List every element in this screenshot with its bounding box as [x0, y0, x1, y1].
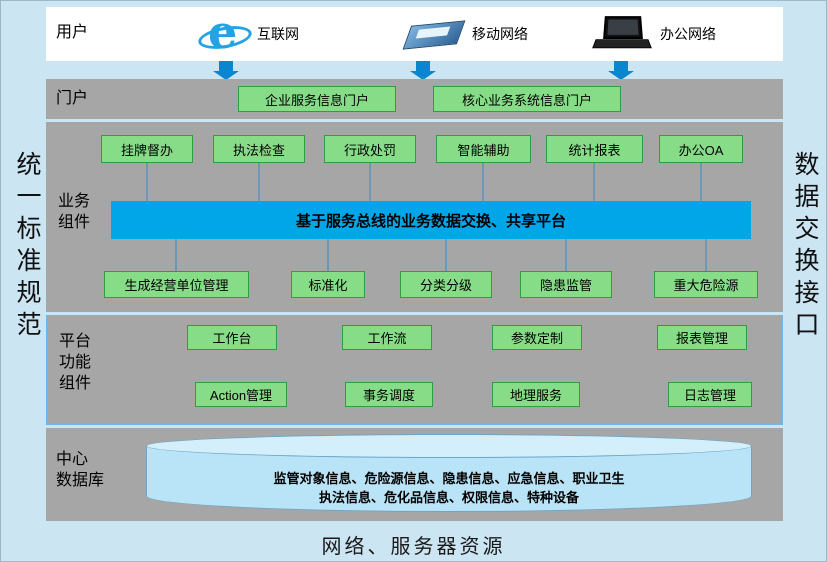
office-network-label: 办公网络: [660, 26, 716, 42]
business-bottom-box: 分类分级: [400, 271, 492, 298]
user-item-mobile: 移动网络: [402, 12, 528, 56]
connector-line: [593, 163, 595, 201]
platform-box: 工作台: [187, 325, 277, 350]
platform-box: 工作流: [342, 325, 432, 350]
database-content-line2: 执法信息、危化品信息、权限信息、特种设备: [318, 490, 579, 505]
connector-line: [258, 163, 260, 201]
business-top-box: 统计报表: [546, 135, 643, 163]
footer-label: 网络、服务器资源: [321, 536, 506, 558]
user-item-office: 办公网络: [592, 12, 716, 56]
connector-line: [175, 239, 177, 271]
portal-row-label: 门户: [56, 90, 89, 107]
connector-line: [700, 163, 702, 201]
business-bottom-box: 隐患监管: [520, 271, 612, 298]
business-top-box: 挂牌督办: [101, 135, 193, 163]
database-cylinder: 监管对象信息、危险源信息、隐患信息、应急信息、职业卫生 执法信息、危化品信息、权…: [146, 434, 752, 514]
connector-line: [327, 239, 329, 271]
platform-box: 事务调度: [345, 382, 433, 407]
down-arrow-icon: [213, 61, 239, 80]
database-content-line1: 监管对象信息、危险源信息、隐患信息、应急信息、职业卫生: [273, 471, 625, 486]
down-arrow-icon: [608, 61, 634, 80]
platform-box: Action管理: [195, 382, 287, 407]
laptop-icon: [592, 15, 652, 53]
business-top-box: 行政处罚: [324, 135, 416, 163]
internet-label: 互联网: [257, 26, 299, 42]
platform-box: 日志管理: [668, 382, 752, 407]
connector-line: [445, 239, 447, 271]
platform-box: 地理服务: [492, 382, 580, 407]
left-side-label: 统一标准规范: [13, 151, 40, 343]
service-bus-bar: 基于服务总线的业务数据交换、共享平台: [111, 201, 751, 239]
business-bottom-box: 标准化: [291, 271, 365, 298]
connector-line: [705, 239, 707, 271]
platform-box: 参数定制: [492, 325, 582, 350]
user-item-internet: e 互联网: [196, 5, 299, 59]
connector-line: [565, 239, 567, 271]
business-panel-label: 业务 组件: [58, 193, 91, 231]
business-bottom-box: 重大危险源: [654, 271, 758, 298]
business-top-box: 执法检查: [213, 135, 305, 163]
users-row-label: 用户: [56, 24, 89, 41]
business-top-box: 办公OA: [659, 135, 743, 163]
platform-box: 报表管理: [657, 325, 747, 350]
portal-row: 门户 企业服务信息门户 核心业务系统信息门户: [46, 79, 783, 119]
business-top-box: 智能辅助: [436, 135, 531, 163]
mobile-network-icon: [402, 17, 466, 51]
platform-components-panel: 平台 功能 组件 工作台 工作流 参数定制 报表管理 Action管理 事务调度…: [46, 315, 783, 425]
portal-box-core-business: 核心业务系统信息门户: [433, 86, 621, 112]
users-row: 用户 e 互联网 移动网络 办公网络: [46, 5, 783, 61]
connector-line: [369, 163, 371, 201]
central-database-panel: 中心 数据库 监管对象信息、危险源信息、隐患信息、应急信息、职业卫生 执法信息、…: [46, 428, 783, 521]
connector-line: [146, 163, 148, 201]
platform-panel-label: 平台 功能 组件: [59, 333, 92, 392]
database-panel-label: 中心 数据库: [56, 451, 105, 489]
business-bottom-box: 生成经营单位管理: [104, 271, 249, 298]
portal-box-enterprise: 企业服务信息门户: [238, 86, 396, 112]
mobile-network-label: 移动网络: [472, 26, 528, 42]
connector-line: [482, 163, 484, 201]
business-components-panel: 业务 组件 挂牌督办 执法检查 行政处罚 智能辅助 统计报表 办公OA 基于服务…: [46, 122, 783, 312]
internet-explorer-icon: e: [196, 5, 254, 59]
right-side-label: 数据交换接口: [791, 151, 818, 343]
down-arrow-icon: [410, 61, 436, 80]
